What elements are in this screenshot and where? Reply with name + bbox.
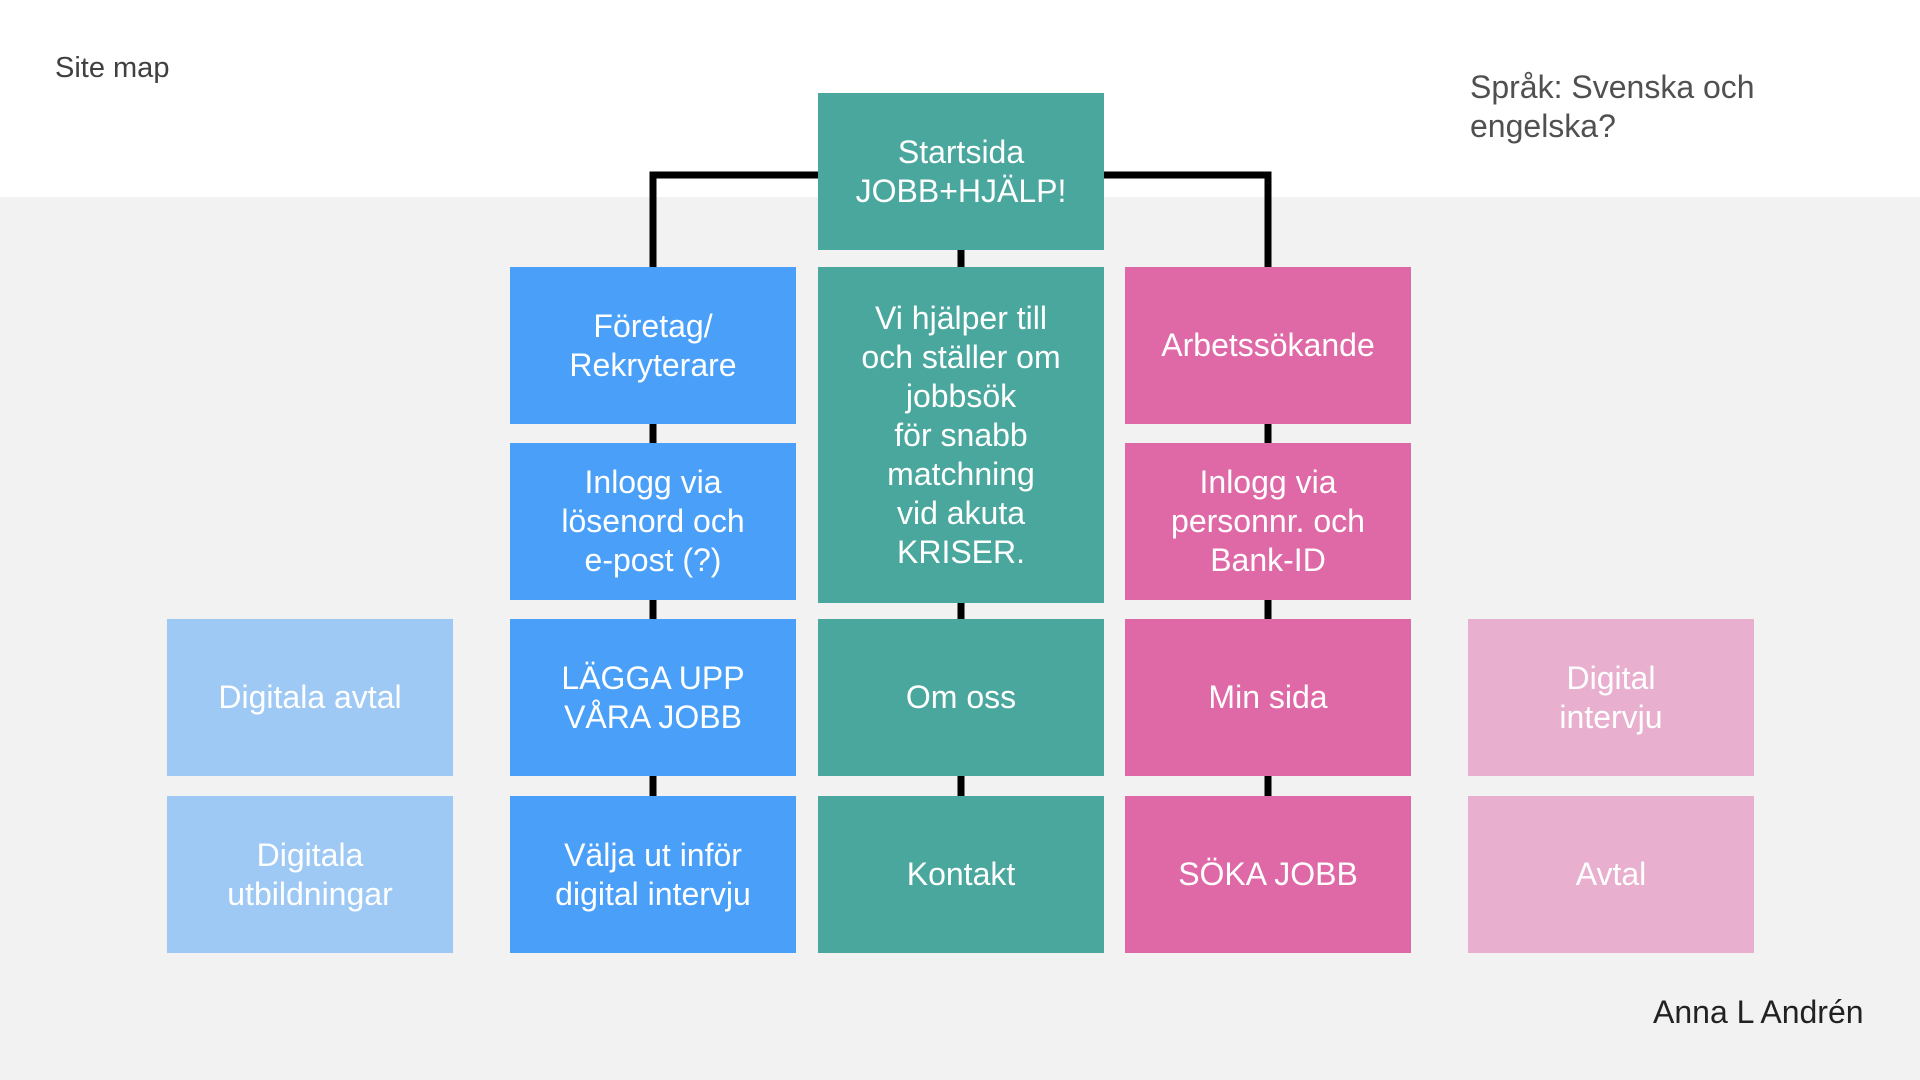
node-lagga-upp: LÄGGA UPP VÅRA JOBB — [510, 619, 796, 776]
connector-startsida-foretag — [649, 171, 818, 267]
language-note: Språk: Svenska och engelska? — [1470, 69, 1755, 144]
node-avtal: Avtal — [1468, 796, 1754, 953]
site-map-title: Site map — [55, 52, 170, 84]
node-digitala-utbildningar: Digitala utbildningar — [167, 796, 453, 953]
node-valja-ut: Välja ut inför digital intervju — [510, 796, 796, 953]
node-startsida: Startsida JOBB+HJÄLP! — [818, 93, 1104, 250]
node-inlogg-arbetssokande: Inlogg via personnr. och Bank-ID — [1125, 443, 1411, 600]
author-name: Anna L Andrén — [1653, 994, 1864, 1030]
node-om-oss: Om oss — [818, 619, 1104, 776]
node-digitala-avtal: Digitala avtal — [167, 619, 453, 776]
node-digital-intervju: Digital intervju — [1468, 619, 1754, 776]
node-min-sida: Min sida — [1125, 619, 1411, 776]
node-inlogg-foretag: Inlogg via lösenord och e-post (?) — [510, 443, 796, 600]
node-vi-hjalper: Vi hjälper till och ställer om jobbsök f… — [818, 267, 1104, 603]
connector-startsida-arbetssokande — [1104, 171, 1272, 267]
node-soka-jobb: SÖKA JOBB — [1125, 796, 1411, 953]
node-foretag: Företag/ Rekryterare — [510, 267, 796, 424]
node-kontakt: Kontakt — [818, 796, 1104, 953]
node-arbetssokande: Arbetssökande — [1125, 267, 1411, 424]
